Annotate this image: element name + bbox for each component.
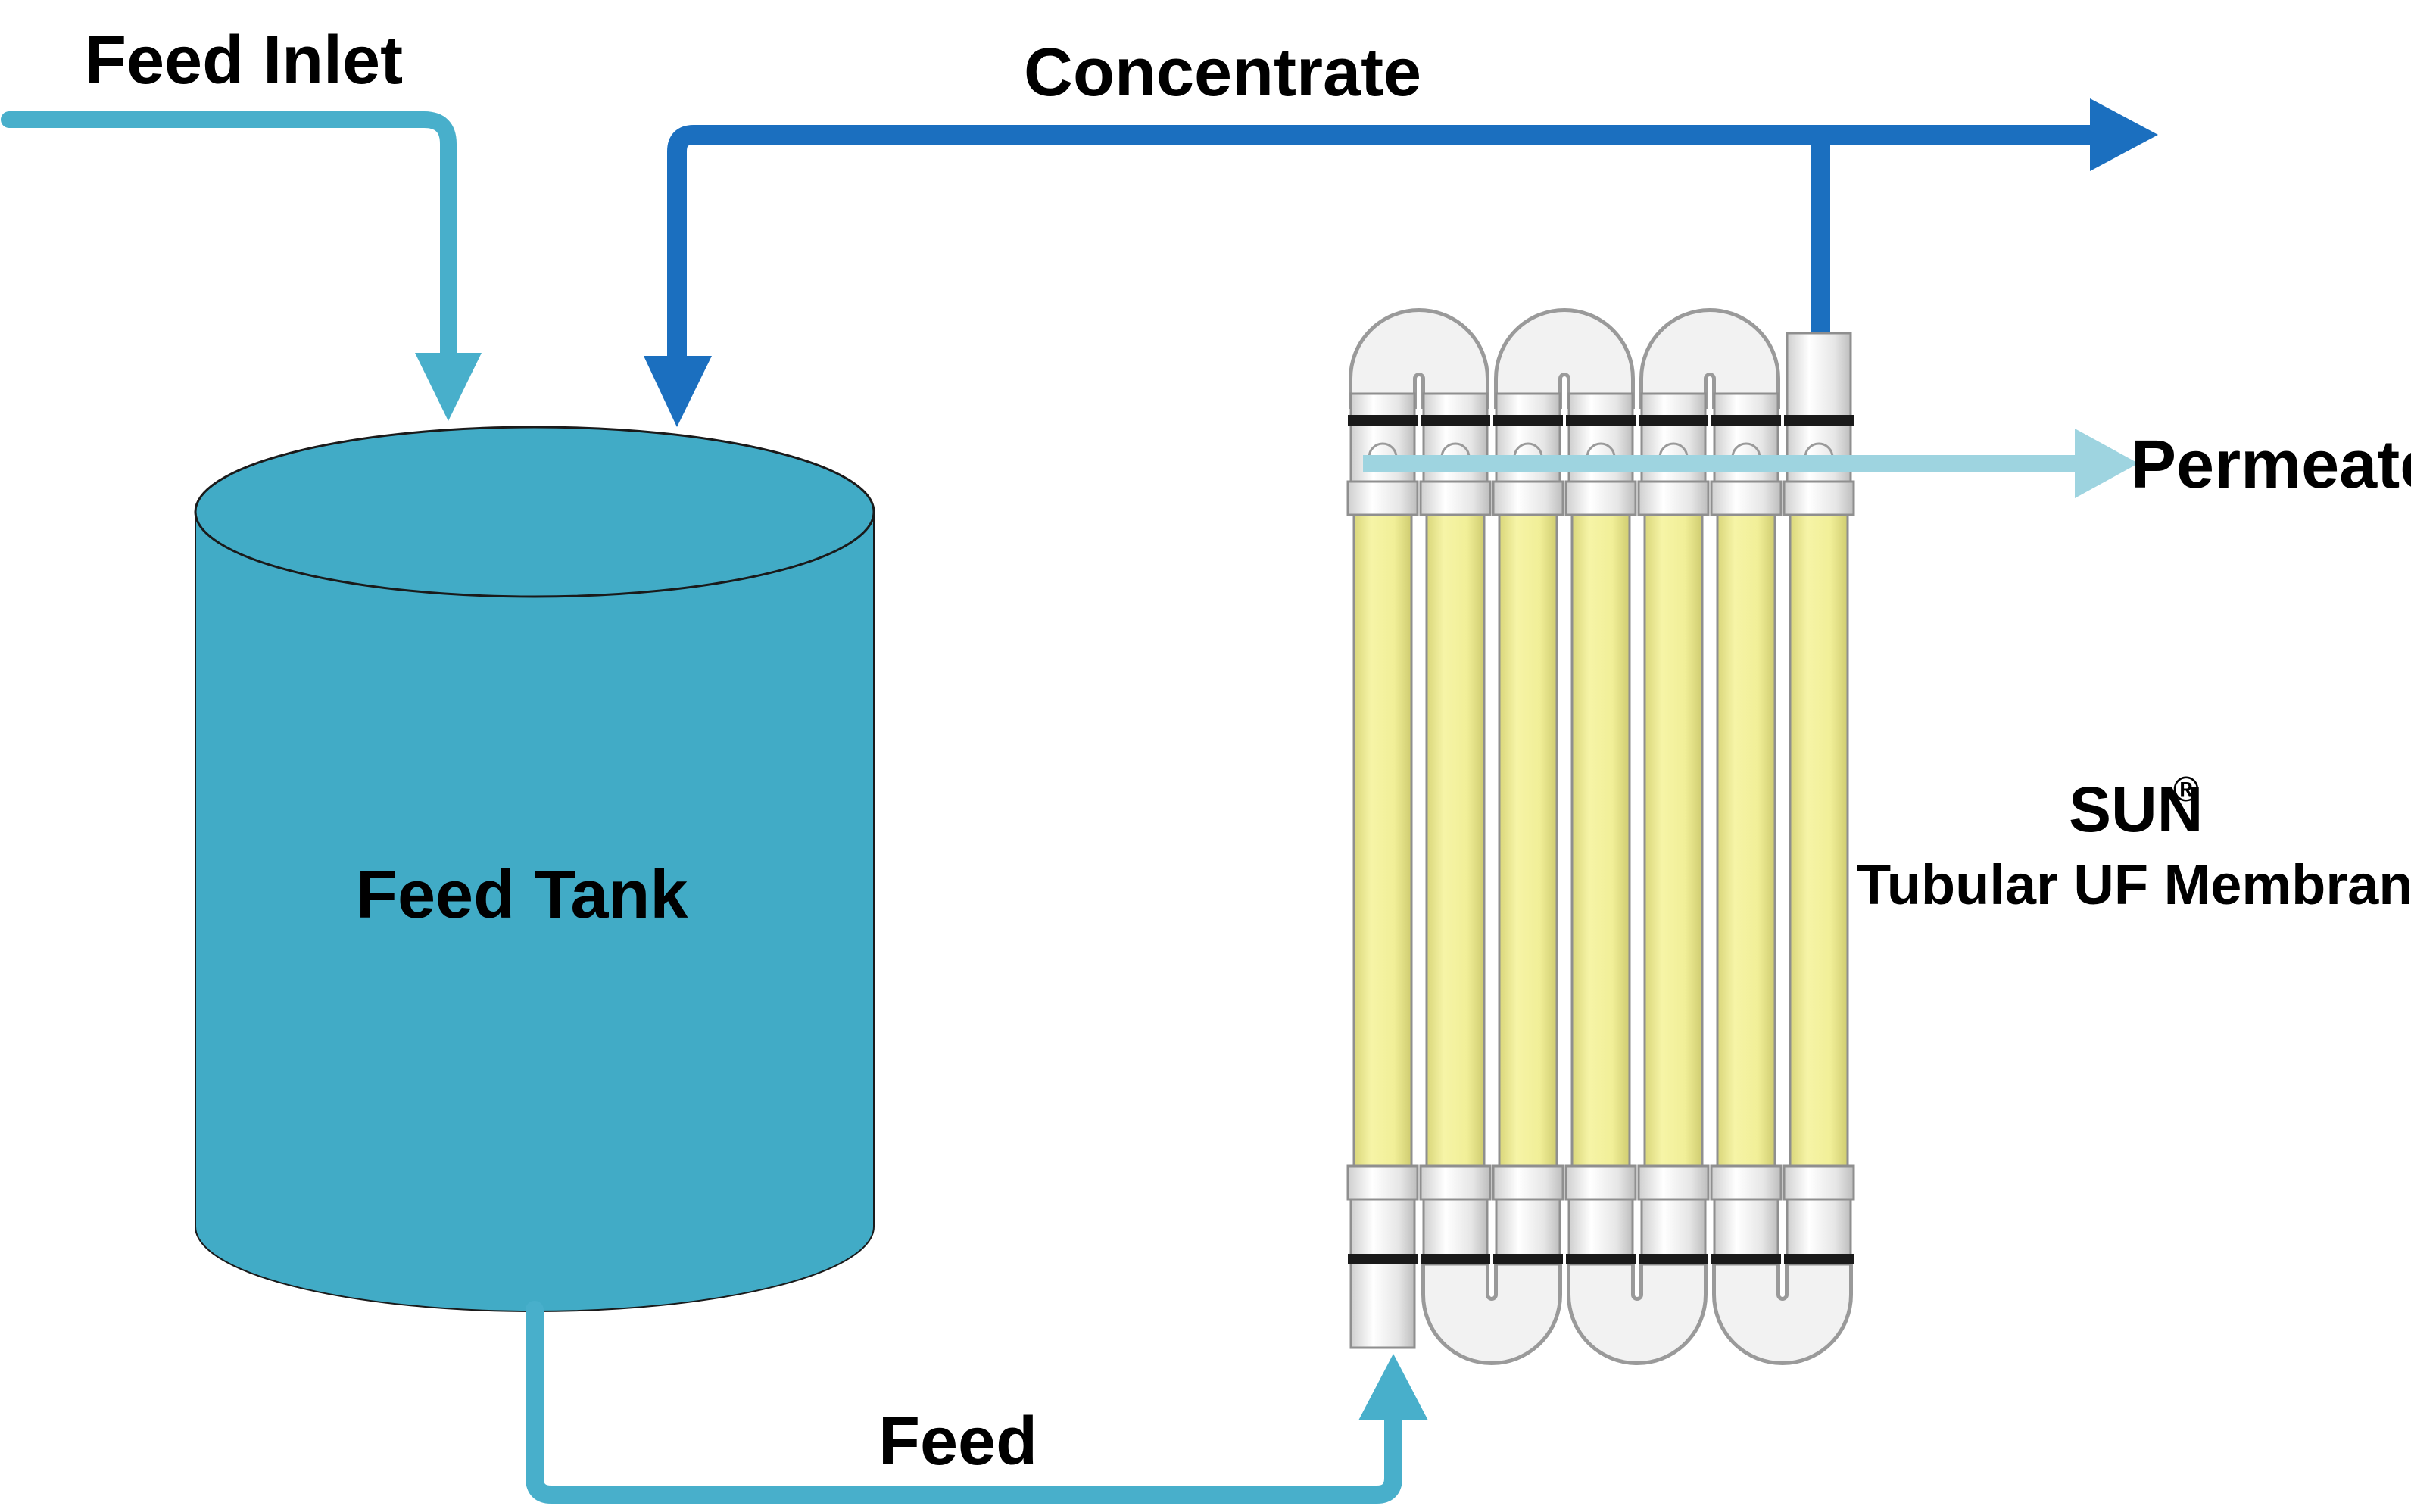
membrane-tube — [1789, 513, 1849, 1168]
feed-tank-top — [194, 426, 875, 598]
feed-tank-label: Feed Tank — [356, 857, 688, 933]
membrane-upper-collar — [1492, 480, 1564, 516]
top-u-bend — [1498, 312, 1631, 409]
permeate-pipe — [1363, 429, 2138, 498]
membrane-tube — [1643, 513, 1704, 1168]
concentrate-outlet-arrowhead — [2090, 98, 2158, 171]
membrane-upper-collar — [1419, 480, 1492, 516]
bottom-u-bend — [1716, 1257, 1849, 1361]
membrane-seal-ring — [1348, 415, 1418, 426]
membrane-seal-ring — [1711, 1254, 1781, 1264]
bottom-u-bend — [1425, 1257, 1558, 1361]
membrane-lower-collar — [1710, 1164, 1783, 1201]
membrane-seal-ring — [1566, 1254, 1636, 1264]
feed-tank — [194, 426, 875, 1312]
membrane-lower-collar — [1637, 1164, 1710, 1201]
membrane-lower-collar — [1783, 1164, 1855, 1201]
membrane-lower-collar — [1564, 1164, 1637, 1201]
membrane-seal-ring — [1348, 1254, 1418, 1264]
tubular-membrane-module — [1346, 308, 1855, 1365]
membrane-seal-ring — [1639, 415, 1708, 426]
membrane-lower-collar — [1492, 1164, 1564, 1201]
membrane-upper-collar — [1710, 480, 1783, 516]
top-u-bend — [1352, 312, 1486, 409]
membrane-seal-ring — [1639, 1254, 1708, 1264]
concentrate-pipe — [644, 98, 2158, 427]
feed-arrowhead — [1358, 1354, 1428, 1420]
membrane-upper-collar — [1783, 480, 1855, 516]
membrane-seal-ring — [1493, 1254, 1563, 1264]
membrane-brand-label: SUN — [2069, 774, 2203, 845]
membrane-seal-ring — [1784, 1254, 1854, 1264]
membrane-seal-ring — [1493, 415, 1563, 426]
permeate-label: Permeate — [2131, 427, 2411, 503]
membrane-tube — [1498, 513, 1558, 1168]
membrane-tube — [1425, 513, 1486, 1168]
membrane-seal-ring — [1784, 415, 1854, 426]
membrane-upper-collar — [1346, 480, 1419, 516]
membrane-lower-collar — [1346, 1164, 1419, 1201]
membrane-upper-collar — [1637, 480, 1710, 516]
membrane-brand-mark: ® — [2173, 769, 2199, 809]
membrane-tube — [1716, 513, 1776, 1168]
bottom-u-bend — [1570, 1257, 1704, 1361]
feed-inlet-arrowhead — [415, 353, 482, 421]
feed-inlet-label: Feed Inlet — [85, 23, 403, 98]
feed-label: Feed — [878, 1404, 1037, 1479]
feed-inlet-pipe — [1, 111, 482, 421]
membrane-tube — [1352, 513, 1413, 1168]
membrane-type-label: Tubular UF Membranes — [1857, 853, 2411, 916]
permeate-arrowhead — [2075, 429, 2138, 498]
membrane-lower-collar — [1419, 1164, 1492, 1201]
membrane-seal-ring — [1421, 415, 1490, 426]
membrane-tube — [1570, 513, 1631, 1168]
membrane-upper-collar — [1564, 480, 1637, 516]
membrane-seal-ring — [1566, 415, 1636, 426]
membrane-seal-ring — [1711, 415, 1781, 426]
feed-pipe — [526, 1301, 1428, 1504]
concentrate-label: Concentrate — [1024, 35, 1421, 111]
membrane-seal-ring — [1421, 1254, 1490, 1264]
top-u-bend — [1643, 312, 1776, 409]
concentrate-return-arrowhead — [644, 356, 712, 427]
